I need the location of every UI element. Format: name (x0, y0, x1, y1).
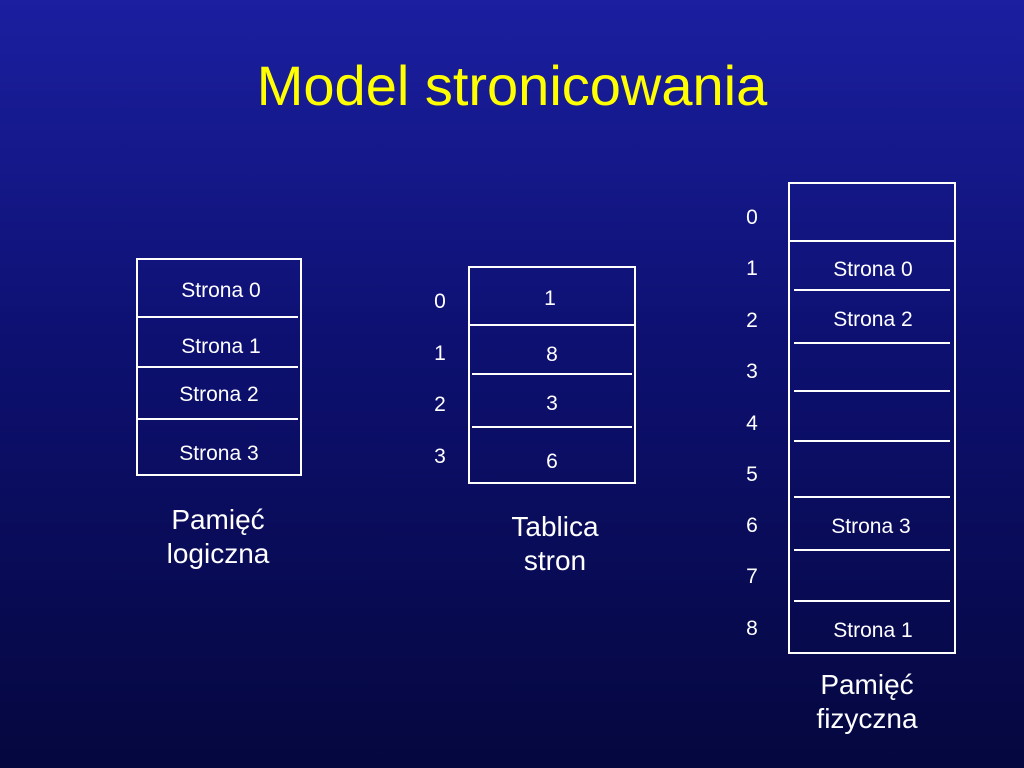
physical-frame-8: Strona 1 (833, 619, 913, 642)
page-table-divider (472, 373, 632, 375)
physical-divider (794, 496, 950, 498)
page-table-divider (470, 324, 634, 326)
physical-divider (794, 289, 950, 291)
logical-memory-caption: Pamięć logiczna (118, 503, 318, 571)
physical-index-0: 0 (746, 206, 758, 229)
logical-caption-line1: Pamięć (171, 504, 265, 535)
physical-caption-line2: fizyczna (816, 703, 918, 734)
physical-index-1: 1 (746, 257, 758, 280)
physical-divider (794, 549, 950, 551)
logical-divider (138, 418, 298, 420)
logical-divider (138, 316, 298, 318)
physical-divider (794, 440, 950, 442)
page-table-index-3: 3 (434, 445, 446, 468)
page-table-frame-1: 8 (546, 343, 558, 366)
physical-divider (794, 342, 950, 344)
page-table-frame-0: 1 (544, 287, 556, 310)
logical-page-2: Strona 2 (179, 383, 259, 406)
physical-index-2: 2 (746, 309, 758, 332)
logical-page-1: Strona 1 (181, 335, 261, 358)
logical-page-3: Strona 3 (179, 442, 259, 465)
page-table-index-1: 1 (434, 342, 446, 365)
page-table-frame-3: 6 (546, 450, 558, 473)
physical-memory-caption: Pamięć fizyczna (767, 668, 967, 736)
logical-memory-box (136, 258, 302, 476)
page-table-frame-2: 3 (546, 392, 558, 415)
physical-index-8: 8 (746, 617, 758, 640)
physical-frame-1: Strona 0 (833, 258, 913, 281)
page-table-box (468, 266, 636, 484)
physical-frame-2: Strona 2 (833, 308, 913, 331)
physical-index-6: 6 (746, 514, 758, 537)
page-table-caption-line1: Tablica (511, 511, 599, 542)
slide-title: Model stronicowania (256, 54, 768, 117)
logical-divider (138, 366, 298, 368)
page-table-divider (472, 426, 632, 428)
page-table-index-0: 0 (434, 290, 446, 313)
physical-index-7: 7 (746, 565, 758, 588)
physical-divider (794, 600, 950, 602)
physical-divider (790, 240, 954, 242)
page-table-caption: Tablica stron (455, 510, 655, 578)
physical-index-3: 3 (746, 360, 758, 383)
physical-frame-6: Strona 3 (831, 515, 911, 538)
physical-divider (794, 390, 950, 392)
logical-page-0: Strona 0 (181, 279, 261, 302)
page-table-index-2: 2 (434, 393, 446, 416)
physical-caption-line1: Pamięć (820, 669, 914, 700)
physical-index-4: 4 (746, 412, 758, 435)
page-table-caption-line2: stron (523, 545, 587, 576)
physical-memory-box (788, 182, 956, 654)
physical-index-5: 5 (746, 463, 758, 486)
logical-caption-line2: logiczna (166, 538, 270, 569)
